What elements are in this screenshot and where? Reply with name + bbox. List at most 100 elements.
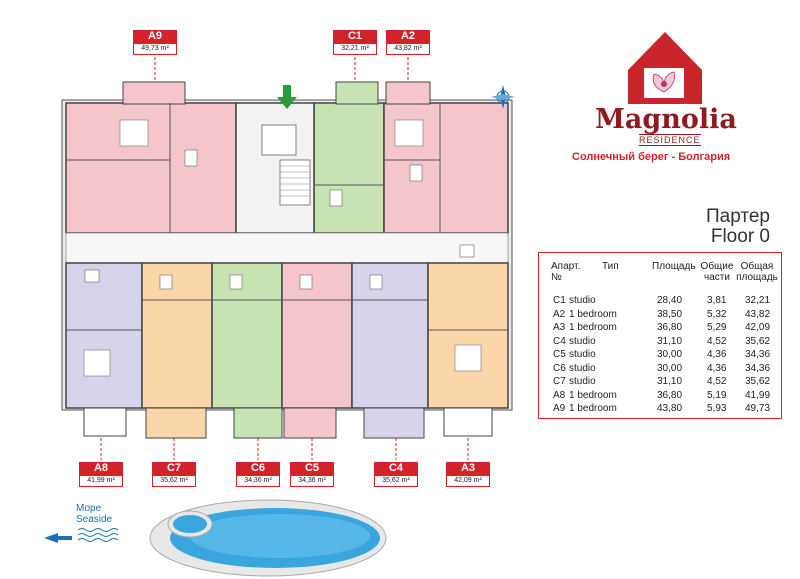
header-apart: Апарт. № (551, 261, 580, 283)
spec-cell-type: 1 bedroom (569, 308, 617, 320)
brand-name: Magnolia (595, 104, 737, 135)
spec-cell-common: 5,32 (707, 308, 727, 320)
spec-cell-common: 3,81 (707, 295, 727, 306)
unit-c1-balcony (335, 81, 379, 105)
apartment-tag-c7[interactable]: C7 35,62 m² (152, 462, 196, 487)
apartment-area: 41,99 m² (79, 475, 123, 487)
spec-cell-area: 31,10 (657, 335, 683, 347)
apartment-area: 43,82 m² (386, 43, 430, 55)
elevator (261, 124, 297, 156)
spec-cell-apt: C6 (553, 362, 566, 374)
apartment-area: 42,09 m² (446, 475, 490, 487)
spec-cell-type: 1 bedroom (569, 403, 617, 414)
spec-cell-total: 41,99 (745, 389, 771, 401)
spec-cell-apt: A8 (553, 389, 566, 401)
header-common-line2: части (704, 272, 730, 283)
apartment-code: A2 (386, 30, 430, 43)
floor-title-ru: Партер (706, 206, 770, 227)
spec-cell-area: 30,00 (657, 362, 683, 374)
spec-cell-apt: C5 (553, 349, 566, 360)
spec-cell-area: 36,80 (657, 389, 683, 401)
spec-cell-area: 31,10 (657, 376, 683, 387)
apartment-tag-c6[interactable]: C6 34,36 m² (236, 462, 280, 487)
unit-c4-area (351, 262, 429, 409)
stairs (279, 159, 311, 206)
spec-cell-area: 43,80 (657, 403, 683, 414)
terrace-a3 (443, 407, 493, 437)
apartment-tag-c4[interactable]: C4 35,62 m² (374, 462, 418, 487)
spec-cell-apt: A3 (553, 322, 566, 333)
spec-cell-common: 4,36 (707, 349, 727, 360)
terrace-a8 (83, 407, 127, 437)
magnolia-logo-icon (628, 32, 702, 104)
header-common-line1: Общие (700, 261, 734, 272)
spec-cell-common: 4,36 (707, 362, 727, 374)
brand-subtitle: RESIDENCE (639, 134, 701, 146)
spec-cell-type: 1 bedroom (569, 322, 617, 333)
spec-cell-total: 49,73 (745, 403, 771, 414)
unit-c7-area (141, 262, 213, 409)
unit-a2-balcony (385, 81, 431, 105)
header-number-label: № (551, 272, 562, 283)
apartment-tag-a8[interactable]: A8 41,99 m² (79, 462, 123, 487)
apartment-tag-a2[interactable]: A2 43,82 m² (386, 30, 430, 55)
header-common: Общие части (699, 261, 735, 283)
spec-cell-apt: C7 (553, 376, 566, 387)
spec-cell-type: studio (569, 376, 596, 387)
apartment-area: 35,62 m² (374, 475, 418, 487)
apartment-code: C5 (290, 462, 334, 475)
unit-a3-area (427, 262, 509, 409)
spec-cell-common: 5,93 (707, 403, 727, 414)
apartment-area: 34,36 m² (236, 475, 280, 487)
spec-cell-area: 30,00 (657, 349, 683, 360)
terrace-c4 (363, 407, 425, 439)
header-type: Тип (602, 261, 619, 272)
terrace-c5 (283, 407, 337, 439)
spec-cell-total: 35,62 (745, 376, 771, 387)
header-total-line2: площадь (736, 272, 778, 283)
unit-a9-area (65, 102, 237, 234)
floor-title-en: Floor 0 (710, 226, 770, 247)
unit-a9-balcony (122, 81, 186, 105)
spec-cell-total: 35,62 (745, 335, 771, 347)
apartment-area: 49,73 m² (133, 43, 177, 55)
apartment-code: A9 (133, 30, 177, 43)
spec-cell-area: 36,80 (657, 322, 683, 333)
apartment-spec-table: Апарт. № Тип Площадь Общие части Общая п… (538, 252, 782, 419)
spec-cell-total: 34,36 (745, 362, 771, 374)
spec-cell-type: studio (569, 349, 596, 360)
sea-label-en: Seaside (76, 514, 113, 525)
header-total: Общая площадь (735, 261, 779, 283)
apartment-tag-a3[interactable]: A3 42,09 m² (446, 462, 490, 487)
terrace-c6 (233, 407, 283, 439)
terrace-c7 (145, 407, 207, 439)
apartment-area: 35,62 m² (152, 475, 196, 487)
spec-cell-apt: C4 (553, 335, 566, 347)
unit-c1-area (313, 102, 385, 234)
apartment-tag-c5[interactable]: C5 34,36 m² (290, 462, 334, 487)
spec-cell-total: 32,21 (745, 295, 771, 306)
spec-cell-common: 5,19 (707, 389, 727, 401)
apartment-tag-a9[interactable]: A9 49,73 m² (133, 30, 177, 55)
spec-cell-apt: A2 (553, 308, 566, 320)
spec-cell-area: 28,40 (657, 295, 683, 306)
apartment-area: 32,21 m² (333, 43, 377, 55)
corridor (65, 232, 509, 264)
sea-label: Море Seaside (76, 503, 112, 525)
spec-cell-common: 4,52 (707, 335, 727, 347)
floor-title: Партер Floor 0 (660, 207, 770, 247)
apartment-code: C7 (152, 462, 196, 475)
brand-slogan: Солнечный берег - Болгария (572, 151, 731, 163)
apartment-tag-c1[interactable]: C1 32,21 m² (333, 30, 377, 55)
sea-direction-arrow-icon (44, 533, 72, 543)
sea-label-ru: Море (76, 503, 102, 514)
